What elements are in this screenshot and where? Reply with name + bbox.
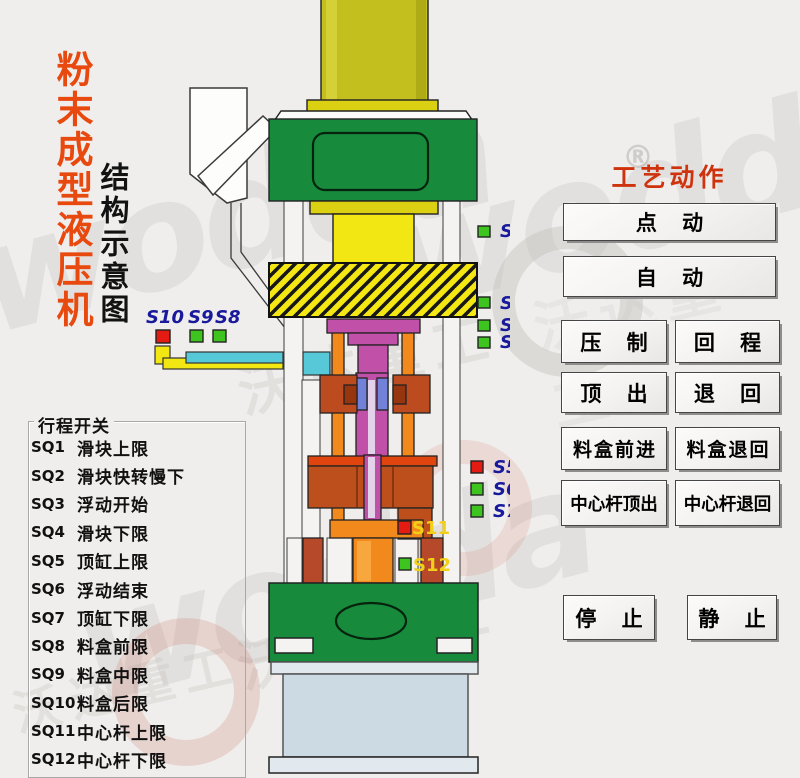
die-table [302,454,444,584]
switch-row: SQ4 滑块下限 [31,518,241,546]
sensor-label-s3: S3 [500,315,510,336]
punch-assembly [319,318,431,523]
sensor-label-s11: S11 [412,518,450,539]
sensor-s1 [477,225,491,238]
switch-id: SQ8 [31,636,65,655]
upper-punch-plate [326,318,421,334]
sensor-label-s4: S4 [500,332,510,353]
eject-button[interactable]: 顶 出 [561,372,667,413]
pendant-box [189,87,293,367]
actions-panel-title: 工艺动作 [611,163,728,192]
switch-label: 料盒前限 [77,638,149,659]
sensor-label-s8: S8 [215,307,241,328]
switch-id: SQ12 [31,750,76,769]
sensor-s2 [477,296,491,309]
sensor-s9 [189,329,204,343]
sensor-s11 [397,520,412,535]
sensor-label-s10: S10 [146,307,184,328]
switch-row: SQ9 料盒中限 [31,660,241,688]
switch-label: 中心杆上限 [77,723,167,744]
switch-row: SQ2 滑块快转慢下 [31,461,241,489]
switch-id: SQ7 [31,608,65,627]
switch-label: 浮动结束 [77,581,149,602]
switch-label: 滑块快转慢下 [77,468,185,489]
switch-row: SQ6 浮动结束 [31,575,241,603]
feed-arm [154,345,331,376]
sensor-label-s2: S2 [500,293,510,314]
crosshead [268,118,478,202]
travel-switch-list: SQ1 滑块上限 SQ2 滑块快转慢下 SQ3 浮动开始 SQ4 滑块下限 SQ5 顶缸上… [31,433,241,774]
switch-label: 浮动开始 [77,496,149,517]
feedbox-backward-button[interactable]: 料盒退回 [675,427,780,470]
switch-id: SQ5 [31,551,65,570]
sensor-s5 [470,460,484,474]
switch-id: SQ10 [31,693,76,712]
feedbox-forward-button[interactable]: 料盒前进 [561,427,667,470]
sensor-labels: S1 S2 S3 S4 S5 S6 S7 S8 S9 S10 S11 S12 [146,221,510,576]
switch-row: SQ7 顶缸下限 [31,603,241,631]
sensor-s10 [155,329,171,344]
sensor-label-s7: S7 [493,501,510,522]
switch-id: SQ3 [31,494,65,513]
switch-row: SQ5 顶缸上限 [31,547,241,575]
press-button[interactable]: 压 制 [561,320,667,363]
switch-label: 中心杆下限 [77,751,167,772]
machine-base [268,582,479,774]
sensor-label-s9: S9 [188,307,214,328]
feed-box [302,351,331,376]
switch-id: SQ9 [31,665,65,684]
switch-label: 滑块下限 [77,524,149,545]
page-title: 粉末成型液压机 [50,50,93,330]
sensor-s8 [212,329,227,343]
switch-row: SQ3 浮动开始 [31,490,241,518]
switch-label: 滑块上限 [77,439,149,460]
sensor-s12 [398,557,412,571]
sensor-indicators [155,225,491,571]
travel-switch-panel-title: 行程开关 [34,412,114,437]
retract-button[interactable]: 退 回 [675,372,780,413]
stop-button[interactable]: 停 止 [563,595,655,640]
center-rod-retract-button[interactable]: 中心杆退回 [675,480,780,526]
ram [332,213,415,264]
sensor-label-s12: S12 [413,555,451,576]
switch-id: SQ4 [31,523,65,542]
sensor-s4 [477,336,491,349]
still-button[interactable]: 静 止 [687,595,777,640]
switch-label: 料盒中限 [77,666,149,687]
sensor-s7 [470,504,484,518]
sensor-s6 [470,482,484,496]
press-top [268,0,478,318]
press-schematic: S1 S2 S3 S4 S5 S6 S7 S8 S9 S10 S11 S12 [146,0,510,774]
sensor-label-s5: S5 [493,457,510,478]
page-subtitle: 结构示意图 [96,162,130,327]
center-rod-eject-button[interactable]: 中心杆顶出 [561,480,667,526]
sensor-s3 [477,319,491,332]
slide-plate [268,262,478,318]
base-pedestal [282,673,469,758]
switch-row: SQ1 滑块上限 [31,433,241,461]
sensor-label-s6: S6 [493,479,510,500]
switch-label: 顶缸上限 [77,553,149,574]
switch-row: SQ8 料盒前限 [31,632,241,660]
base-plate [268,756,479,774]
switch-label: 顶缸下限 [77,610,149,631]
jog-button[interactable]: 点 动 [563,203,776,241]
switch-id: SQ1 [31,438,65,457]
sensor-label-s1: S1 [500,221,510,242]
switch-id: SQ11 [31,722,76,741]
switch-id: SQ6 [31,580,65,599]
return-stroke-button[interactable]: 回 程 [675,320,780,363]
auto-button[interactable]: 自 动 [563,256,776,297]
switch-id: SQ2 [31,466,65,485]
main-cylinder [320,0,429,104]
switch-label: 料盒后限 [77,695,149,716]
